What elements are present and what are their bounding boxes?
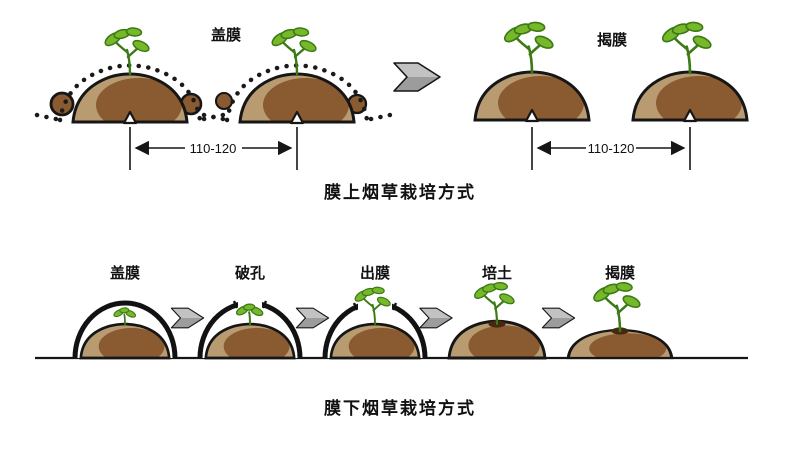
seedling	[471, 280, 517, 326]
stage-label-cover: 盖膜	[110, 264, 140, 282]
arrow-icon	[541, 307, 576, 329]
stage-label-hill-soil: 培土	[482, 264, 512, 282]
stage-hill-soil	[449, 280, 545, 365]
stage-cover-film	[72, 300, 178, 365]
stage-emerge-film	[322, 285, 428, 365]
stage-label-break-hole: 破孔	[235, 264, 265, 282]
cover-film-label: 盖膜	[211, 26, 241, 44]
film-dome	[72, 300, 178, 359]
row-spacing-dimension-left: 110-120	[129, 127, 298, 170]
film-hole-edges	[352, 302, 398, 311]
planting-hole	[611, 327, 629, 335]
seedling	[590, 280, 643, 333]
seedling	[658, 20, 714, 75]
arrow-icon	[295, 307, 330, 329]
bottom-section-title: 膜下烟草栽培方式	[324, 398, 476, 418]
soil-mound	[568, 330, 671, 364]
soil-mound	[633, 72, 747, 130]
spacing-value: 110-120	[588, 141, 635, 156]
soil-mound	[475, 72, 589, 130]
arrow-icon	[419, 307, 453, 329]
soil-mound	[449, 321, 545, 365]
row-spacing-dimension-right: 110-120	[531, 127, 691, 170]
uncovered-mound	[633, 20, 747, 130]
seedling	[500, 20, 556, 75]
soil-mound	[240, 74, 354, 132]
stage-uncover-film	[568, 280, 671, 364]
film-covered-mound	[201, 26, 393, 132]
spacing-value: 110-120	[190, 141, 237, 156]
uncover-film-label: 揭膜	[597, 31, 627, 49]
arrow-icon	[170, 307, 205, 329]
stage-label-emerge: 出膜	[360, 264, 390, 282]
stage-label-uncover: 揭膜	[605, 264, 635, 282]
top-section-title: 膜上烟草栽培方式	[324, 182, 476, 202]
arrow-icon	[393, 62, 441, 92]
film-hole-edges	[232, 300, 268, 309]
soil-clod	[214, 91, 234, 111]
soil-mound	[73, 74, 187, 132]
stage-break-hole	[197, 298, 303, 365]
film-covered-mound	[34, 26, 226, 132]
uncovered-mound	[475, 20, 589, 130]
